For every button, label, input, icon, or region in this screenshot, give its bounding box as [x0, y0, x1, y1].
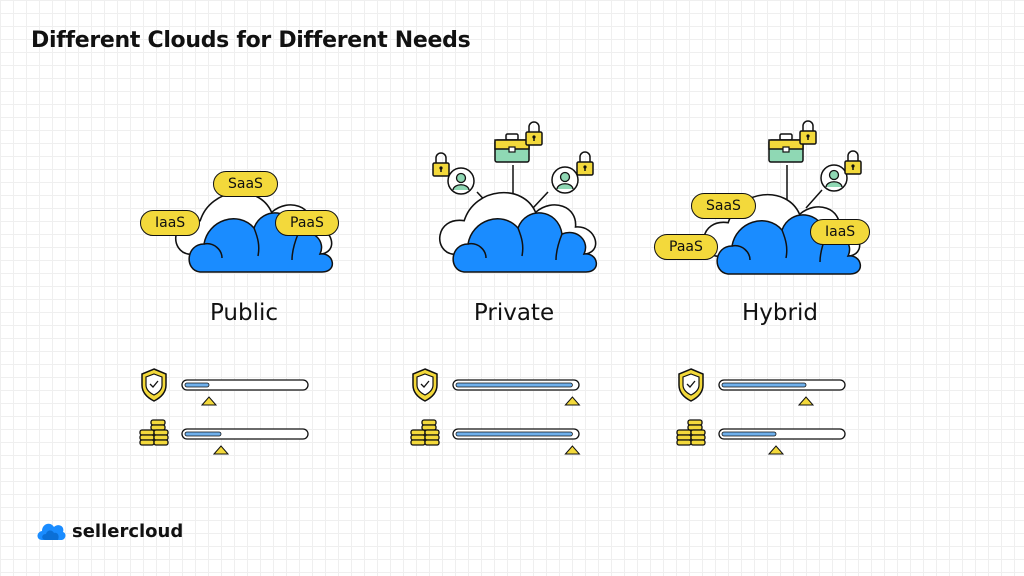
column-label-public: Public: [209, 300, 279, 326]
brand-logo: sellercloud: [36, 520, 183, 542]
user-lock-icon: [551, 151, 594, 194]
security-level-bar-marker: [797, 396, 815, 406]
column-label-hybrid: Hybrid: [742, 300, 818, 326]
shield-check-icon: [412, 368, 438, 402]
briefcase-lock-icon: [768, 120, 817, 163]
tag-paas: PaaS: [654, 234, 718, 260]
shield-check-icon: [141, 368, 167, 402]
coin-stack-icon: [139, 419, 169, 446]
shield-check-icon: [678, 368, 704, 402]
security-level-bar-fill: [455, 382, 573, 388]
cost-level-bar-fill: [184, 431, 222, 437]
security-level-bar-fill: [184, 382, 210, 388]
coin-stack-icon: [676, 419, 706, 446]
coin-stack-icon: [410, 419, 440, 446]
cost-level-bar-marker: [564, 445, 581, 455]
briefcase-lock-icon: [494, 121, 543, 163]
brand-name: sellercloud: [72, 520, 184, 542]
security-level-bar-marker: [564, 396, 581, 406]
private-cloud-icon: [439, 191, 598, 273]
column-label-private: Private: [473, 300, 555, 326]
tag-iaas: IaaS: [140, 210, 201, 236]
security-level-bar-track: [181, 379, 309, 391]
cost-level-bar-marker: [212, 445, 230, 455]
hybrid-connectors: [786, 165, 823, 209]
page-title: Different Clouds for Different Needs: [31, 28, 471, 53]
user-lock-icon: [820, 150, 862, 192]
security-level-bar-marker: [200, 396, 218, 406]
security-level-bar-fill: [721, 382, 807, 388]
user-lock-icon: [432, 152, 475, 195]
tag-iaas: IaaS: [810, 219, 871, 245]
cost-level-bar-fill: [455, 431, 573, 437]
tag-saas: SaaS: [691, 193, 756, 219]
cost-level-bar-track: [718, 428, 846, 440]
cost-level-bar-marker: [767, 445, 785, 455]
tag-paas: PaaS: [275, 210, 339, 236]
cloud-logo-icon: [37, 523, 66, 540]
cost-level-bar-fill: [721, 431, 777, 437]
tag-saas: SaaS: [213, 171, 278, 197]
cost-level-bar-track: [181, 428, 309, 440]
